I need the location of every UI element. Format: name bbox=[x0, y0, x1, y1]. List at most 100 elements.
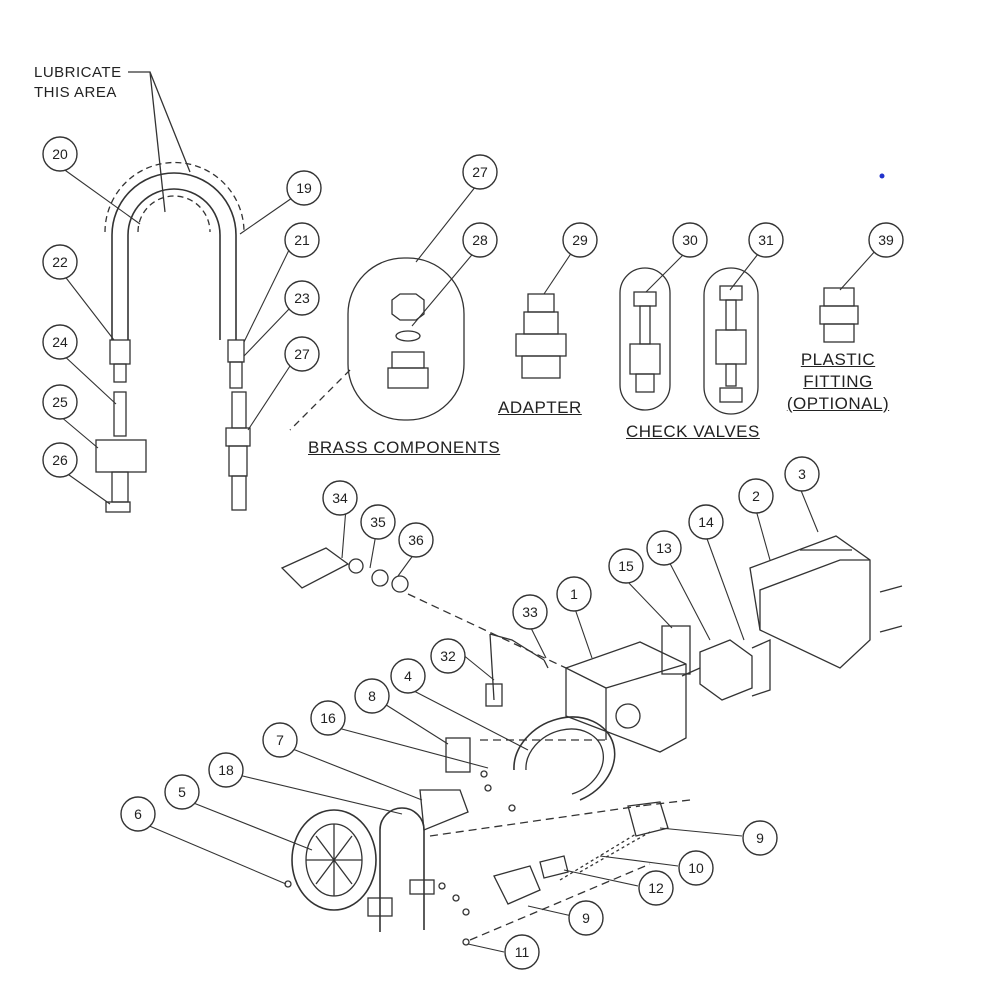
circuit-board-part bbox=[661, 625, 691, 675]
brass-components-group bbox=[289, 257, 465, 431]
callout-circle bbox=[164, 774, 200, 810]
callout-circle bbox=[262, 722, 298, 758]
callout-c26: 26 bbox=[42, 442, 78, 478]
callout-circle bbox=[568, 900, 604, 936]
callout-number: 20 bbox=[52, 146, 68, 162]
callout-circle bbox=[462, 154, 498, 190]
callout-c2: 2 bbox=[738, 478, 774, 514]
callout-circle bbox=[310, 700, 346, 736]
callout-c21: 21 bbox=[284, 222, 320, 258]
callout-number: 36 bbox=[408, 532, 424, 548]
callout-number: 7 bbox=[276, 732, 284, 748]
pump-cover bbox=[749, 535, 903, 669]
callout-circle bbox=[354, 678, 390, 714]
callout-circle bbox=[430, 638, 466, 674]
callout-circle bbox=[556, 576, 592, 612]
marker-dot bbox=[879, 173, 885, 179]
plastic-label-line3: (OPTIONAL) bbox=[786, 394, 890, 413]
callout-number: 28 bbox=[472, 232, 488, 248]
callout-circle bbox=[562, 222, 598, 258]
callout-c6: 6 bbox=[120, 796, 156, 832]
callout-number: 8 bbox=[368, 688, 376, 704]
callout-circle bbox=[638, 870, 674, 906]
callout-number: 4 bbox=[404, 668, 412, 684]
callout-circle bbox=[120, 796, 156, 832]
callout-number: 27 bbox=[294, 346, 310, 362]
callout-circle bbox=[608, 548, 644, 584]
callout-number: 14 bbox=[698, 514, 714, 530]
callout-c5: 5 bbox=[164, 774, 200, 810]
callout-circle bbox=[284, 280, 320, 316]
callout-number: 12 bbox=[648, 880, 664, 896]
callout-c15: 15 bbox=[608, 548, 644, 584]
callout-number: 39 bbox=[878, 232, 894, 248]
callout-c35: 35 bbox=[360, 504, 396, 540]
callout-c27a: 27 bbox=[284, 336, 320, 372]
callout-number: 24 bbox=[52, 334, 68, 350]
callout-circle bbox=[678, 850, 714, 886]
check-valve-30 bbox=[619, 267, 671, 411]
callout-c25: 25 bbox=[42, 384, 78, 420]
callout-c11: 11 bbox=[504, 934, 540, 970]
callout-number: 35 bbox=[370, 514, 386, 530]
callout-number: 9 bbox=[582, 910, 590, 926]
callout-number: 25 bbox=[52, 394, 68, 410]
callout-c20: 20 bbox=[42, 136, 78, 172]
callout-number: 19 bbox=[296, 180, 312, 196]
callout-circle bbox=[322, 480, 358, 516]
callout-number: 18 bbox=[218, 762, 234, 778]
callout-circle bbox=[398, 522, 434, 558]
callout-circle bbox=[42, 384, 78, 420]
callout-circle bbox=[738, 478, 774, 514]
callout-number: 22 bbox=[52, 254, 68, 270]
callout-c34: 34 bbox=[322, 480, 358, 516]
callout-c7: 7 bbox=[262, 722, 298, 758]
callout-c9a: 9 bbox=[742, 820, 778, 856]
motor-assembly bbox=[681, 638, 771, 701]
lubricate-note-line2: THIS AREA bbox=[34, 84, 117, 101]
callout-c39: 39 bbox=[868, 222, 904, 258]
callout-circle bbox=[462, 222, 498, 258]
plastic-label-line1: PLASTIC bbox=[800, 350, 876, 369]
adapter-label: ADAPTER bbox=[498, 398, 582, 417]
callout-c24: 24 bbox=[42, 324, 78, 360]
callout-number: 13 bbox=[656, 540, 672, 556]
callout-circle bbox=[284, 336, 320, 372]
callout-circle bbox=[742, 820, 778, 856]
callout-circle bbox=[672, 222, 708, 258]
callout-circle bbox=[390, 658, 426, 694]
callout-circle bbox=[512, 594, 548, 630]
power-cord-part bbox=[280, 547, 567, 707]
pump-head-parts bbox=[284, 716, 691, 946]
callout-c16: 16 bbox=[310, 700, 346, 736]
callout-number: 3 bbox=[798, 466, 806, 482]
callout-circle bbox=[42, 442, 78, 478]
callout-c8: 8 bbox=[354, 678, 390, 714]
callout-circle bbox=[360, 504, 396, 540]
callout-number: 1 bbox=[570, 586, 578, 602]
callout-c29: 29 bbox=[562, 222, 598, 258]
callout-c32: 32 bbox=[430, 638, 466, 674]
callout-c31: 31 bbox=[748, 222, 784, 258]
lubricate-note-line1: LUBRICATE bbox=[34, 64, 122, 81]
callout-c4: 4 bbox=[390, 658, 426, 694]
check-valves-label: CHECK VALVES bbox=[626, 422, 760, 441]
callout-circle bbox=[284, 222, 320, 258]
brass-components-label: BRASS COMPONENTS bbox=[308, 438, 501, 457]
callout-circle bbox=[748, 222, 784, 258]
callout-c3: 3 bbox=[784, 456, 820, 492]
callout-number: 6 bbox=[134, 806, 142, 822]
plastic-label-line2: FITTING bbox=[803, 372, 873, 391]
callout-number: 2 bbox=[752, 488, 760, 504]
callout-c14: 14 bbox=[688, 504, 724, 540]
callout-c30: 30 bbox=[672, 222, 708, 258]
callout-circle bbox=[784, 456, 820, 492]
callout-c12: 12 bbox=[638, 870, 674, 906]
callout-c18: 18 bbox=[208, 752, 244, 788]
callout-number: 34 bbox=[332, 490, 348, 506]
leader-lines bbox=[59, 167, 877, 953]
callout-number: 29 bbox=[572, 232, 588, 248]
callout-circle bbox=[286, 170, 322, 206]
callout-number: 9 bbox=[756, 830, 764, 846]
